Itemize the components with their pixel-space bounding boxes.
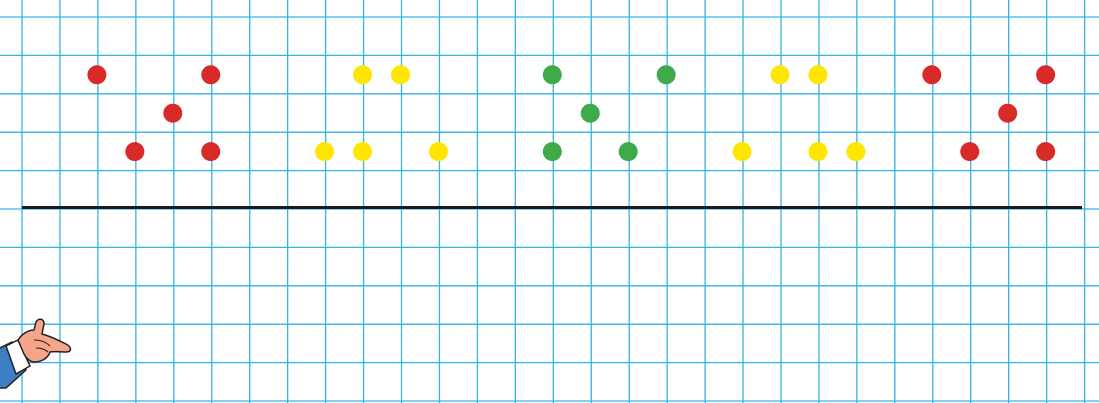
yellow-dot bbox=[846, 142, 865, 161]
dot-pattern-group-2 bbox=[315, 65, 448, 161]
red-dot bbox=[125, 142, 144, 161]
dot-pattern-group-5 bbox=[922, 65, 1055, 161]
red-dot bbox=[201, 65, 220, 84]
dot-pattern-group-3 bbox=[543, 65, 676, 161]
yellow-dot bbox=[353, 65, 372, 84]
red-dot bbox=[163, 104, 182, 123]
yellow-dot bbox=[391, 65, 410, 84]
yellow-dot bbox=[429, 142, 448, 161]
dot-pattern-group-1 bbox=[87, 65, 220, 161]
red-dot bbox=[960, 142, 979, 161]
yellow-dot bbox=[353, 142, 372, 161]
green-dot bbox=[657, 65, 676, 84]
red-dot bbox=[87, 65, 106, 84]
red-dot bbox=[922, 65, 941, 84]
dots-layer bbox=[87, 65, 1055, 161]
yellow-dot bbox=[808, 65, 827, 84]
red-dot bbox=[1036, 142, 1055, 161]
dot-pattern-group-4 bbox=[733, 65, 866, 161]
red-dot bbox=[1036, 65, 1055, 84]
green-dot bbox=[619, 142, 638, 161]
yellow-dot bbox=[808, 142, 827, 161]
red-dot bbox=[998, 104, 1017, 123]
green-dot bbox=[581, 104, 600, 123]
green-dot bbox=[543, 142, 562, 161]
yellow-dot bbox=[733, 142, 752, 161]
yellow-dot bbox=[771, 65, 790, 84]
yellow-dot bbox=[315, 142, 334, 161]
red-dot bbox=[201, 142, 220, 161]
green-dot bbox=[543, 65, 562, 84]
